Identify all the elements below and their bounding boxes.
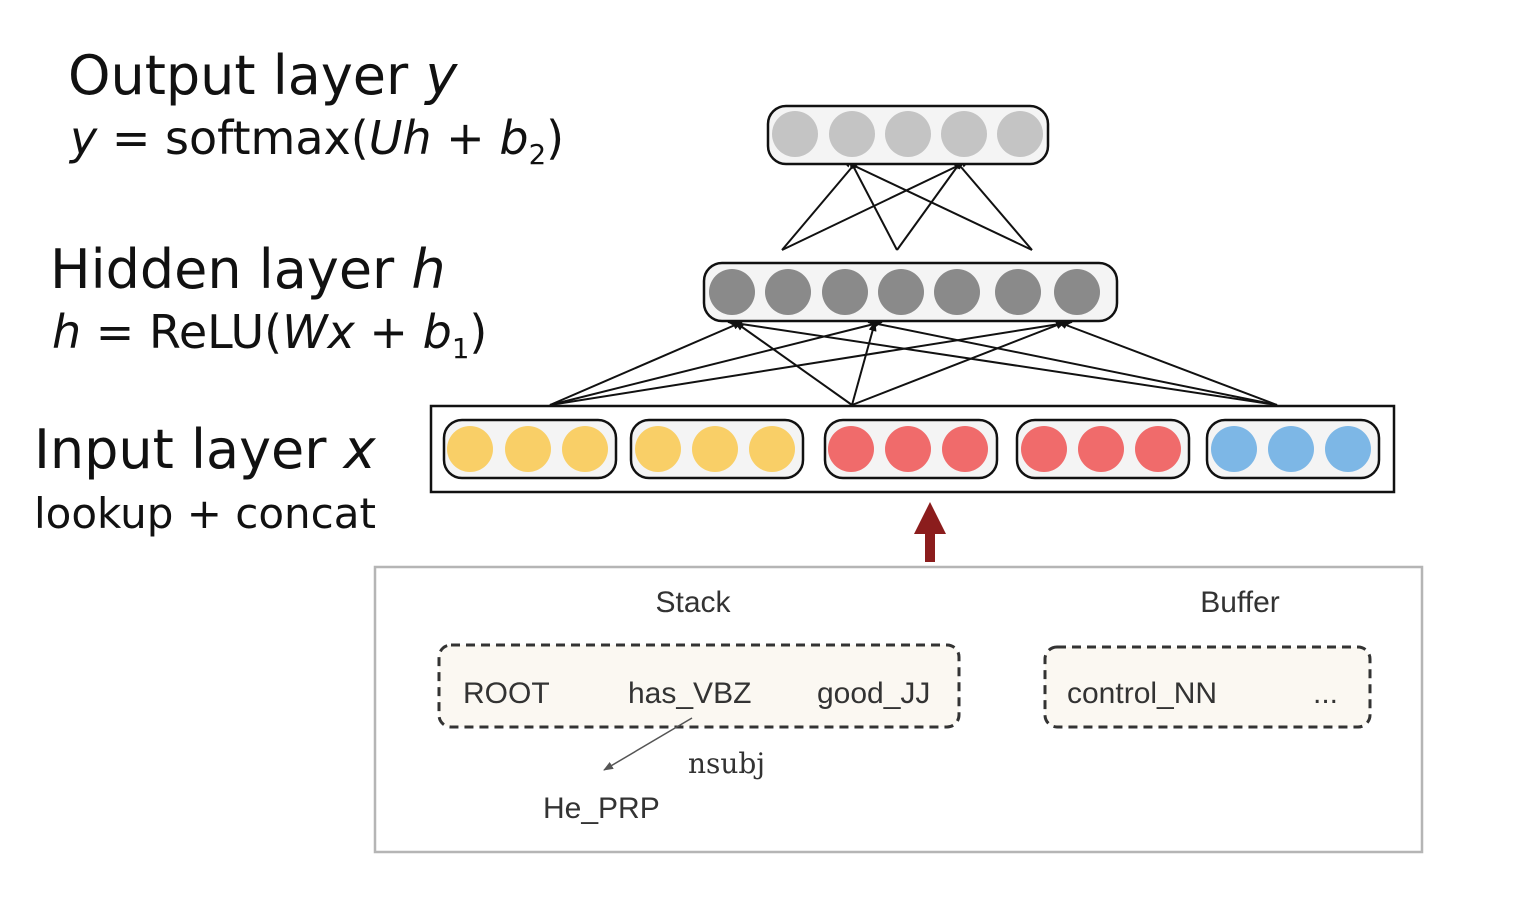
buffer-label: Buffer xyxy=(1200,586,1280,619)
input-node xyxy=(885,426,931,472)
input-node xyxy=(1211,426,1257,472)
output-node xyxy=(941,111,987,157)
embedding-group-2 xyxy=(629,418,805,480)
dependency-arc xyxy=(603,717,693,771)
embedding-group-4 xyxy=(1015,418,1191,480)
output-node xyxy=(885,111,931,157)
hidden-layer-nodes xyxy=(702,261,1119,323)
hidden-node xyxy=(822,269,868,315)
input-layer-subtitle: lookup + concat xyxy=(34,489,376,538)
output-node xyxy=(997,111,1043,157)
stack-label: Stack xyxy=(655,586,731,619)
output-layer-formula: y = softmax(Uh + b2) xyxy=(70,111,565,172)
stack-item-good: good_JJ xyxy=(817,677,930,710)
parser-configuration: Stack Buffer ROOT has_VBZ good_JJ contro… xyxy=(373,565,1424,854)
input-node xyxy=(1078,426,1124,472)
embedding-group-3 xyxy=(823,418,999,480)
input-node xyxy=(635,426,681,472)
input-node xyxy=(505,426,551,472)
output-layer-nodes xyxy=(766,104,1050,166)
stack-item-has: has_VBZ xyxy=(628,677,751,710)
input-to-hidden-connections xyxy=(549,319,1278,406)
input-node xyxy=(1325,426,1371,472)
hidden-to-output-connections xyxy=(781,159,1033,251)
stack-item-root: ROOT xyxy=(463,677,550,710)
input-layer-nodes xyxy=(429,404,1396,494)
input-node xyxy=(749,426,795,472)
output-node xyxy=(829,111,875,157)
dependent-word: He_PRP xyxy=(543,792,660,825)
hidden-node xyxy=(878,269,924,315)
hidden-node xyxy=(934,269,980,315)
input-node xyxy=(692,426,738,472)
feature-extraction-arrow xyxy=(914,502,946,562)
buffer-item-control: control_NN xyxy=(1067,677,1217,710)
hidden-node xyxy=(709,269,755,315)
hidden-node xyxy=(765,269,811,315)
input-node xyxy=(942,426,988,472)
hidden-node xyxy=(1054,269,1100,315)
stack-box xyxy=(437,643,961,729)
output-node xyxy=(772,111,818,157)
input-node xyxy=(1021,426,1067,472)
hidden-layer-formula: h = ReLU(Wx + b1) xyxy=(52,305,488,366)
input-node xyxy=(828,426,874,472)
input-node xyxy=(447,426,493,472)
output-layer-title: Output layer y xyxy=(68,44,458,107)
input-node xyxy=(1268,426,1314,472)
buffer-item-ellipsis: ... xyxy=(1313,677,1338,710)
input-node xyxy=(562,426,608,472)
hidden-node xyxy=(995,269,1041,315)
arc-label: nsubj xyxy=(688,747,765,780)
buffer-box xyxy=(1043,645,1372,729)
input-node xyxy=(1135,426,1181,472)
embedding-group-5 xyxy=(1205,418,1381,480)
embedding-group-1 xyxy=(442,418,618,480)
input-layer-title: Input layer x xyxy=(34,418,376,481)
hidden-layer-title: Hidden layer h xyxy=(50,238,446,301)
